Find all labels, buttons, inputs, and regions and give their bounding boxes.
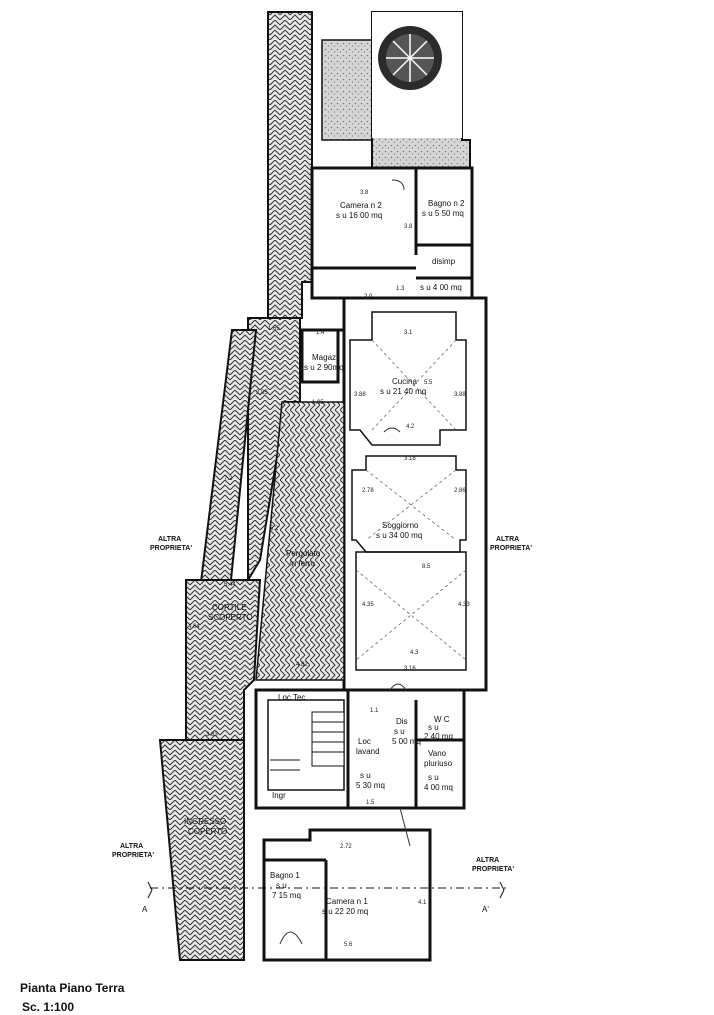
section-label-left: A	[142, 905, 148, 914]
neighbor-labels: ALTRA PROPRIETA' ALTRA PROPRIETA' ALTRA …	[112, 536, 532, 873]
neighbor-label-w1-b: PROPRIETA'	[150, 545, 192, 552]
room-ingresso-sub: COPERTO	[188, 827, 227, 836]
room-bagno1-area1: s u	[276, 881, 287, 890]
room-dis-area2: 5 00 mq	[392, 737, 421, 746]
room-loclavand-sub: lavand	[356, 747, 380, 756]
dim: 5.6	[344, 942, 353, 948]
dim: 3.8	[360, 190, 369, 196]
room-ingr-name: Ingr	[272, 791, 286, 800]
room-magaz-area: s u 2 90mq	[304, 363, 344, 372]
plan-scale: Sc. 1:100	[22, 1000, 74, 1014]
dim: 2.78	[362, 488, 374, 494]
neighbor-label-w1-a: ALTRA	[158, 536, 181, 543]
room-wc-name: W C	[434, 715, 450, 724]
neighbor-label-w2-a: ALTRA	[120, 843, 143, 850]
room-cortile-sub: SCOPERTO	[208, 613, 253, 622]
room-vano-sub: pluriuso	[424, 759, 453, 768]
dim: 5.2	[270, 526, 279, 532]
room-cortile-name: CORTILE	[212, 603, 247, 612]
neighbor-label-e2-b: PROPRIETA'	[472, 866, 514, 873]
dim: 2.72	[340, 844, 352, 850]
room-wc-area1: s u	[428, 723, 439, 732]
dim: 2.86	[454, 488, 466, 494]
tree-icon	[378, 26, 442, 90]
room-loclavand-area1: s u	[360, 771, 371, 780]
dim: 3.16	[404, 666, 416, 672]
paved-corridor	[198, 11, 373, 591]
room-camera1-area: s u 22 20 mq	[322, 907, 368, 916]
dim: 3.83	[206, 732, 218, 738]
dim: 4.64	[188, 624, 200, 630]
room-dis-area1: s u	[394, 727, 405, 736]
room-loctec-name: Loc Tec	[278, 693, 305, 702]
neighbor-label-e1-a: ALTRA	[496, 536, 519, 543]
dim: 4.2	[406, 424, 415, 430]
staircase	[270, 711, 345, 771]
section-label-right: A'	[482, 905, 489, 914]
diagonal-ceilings	[355, 339, 467, 661]
room-bagno1-area2: 7 15 mq	[272, 891, 301, 900]
dim: 4.82	[296, 662, 308, 668]
room-pergolato-sub: in ferro	[290, 559, 315, 568]
dim: 7.2	[224, 476, 233, 482]
dim: 1.95	[312, 400, 324, 406]
dim: 1.3	[396, 286, 405, 292]
dim: 1.5	[366, 800, 375, 806]
room-vano-area1: s u	[428, 773, 439, 782]
dim: 4.35	[362, 602, 374, 608]
neighbor-label-e1-b: PROPRIETA'	[490, 545, 532, 552]
dim: 5.44	[224, 582, 236, 588]
room-dis-name: Dis	[396, 717, 408, 726]
room-vano-area2: 4 00 mq	[424, 783, 453, 792]
plan-title: Pianta Piano Terra	[20, 981, 125, 995]
dimension-labels: 3.8 3.8 1.3 2.0 1.65 1.4 3.1 5.5 3.88 3.…	[188, 190, 470, 948]
dim: 4.33	[458, 602, 470, 608]
room-cucina-area: s u 21 40 mq	[380, 387, 426, 396]
dim: 1.4	[316, 330, 325, 336]
dim: 3.88	[454, 392, 466, 398]
room-camera2-name: Camera n 2	[340, 201, 382, 210]
room-cucina-name: Cucina	[392, 377, 417, 386]
room-bagno2-name: Bagno n 2	[428, 199, 465, 208]
neighbor-label-e2-a: ALTRA	[476, 857, 499, 864]
room-disimp-area: s u 4 00 mq	[420, 283, 462, 292]
room-magaz-name: Magaz	[312, 353, 336, 362]
dim: 5.5	[424, 380, 433, 386]
room-bagno2-area: s u 5 50 mq	[422, 209, 464, 218]
dim: 8.5	[422, 564, 431, 570]
room-soggiorno-area: s u 34 00 mq	[376, 531, 422, 540]
room-wc-area2: 2 40 mq	[424, 732, 453, 741]
dim: 4.1	[418, 900, 427, 906]
plan-title-block: Pianta Piano Terra Sc. 1:100	[20, 981, 125, 1014]
door-swings	[279, 179, 411, 945]
section-line: A A'	[142, 881, 510, 914]
pergolato-area	[158, 401, 345, 961]
garden-area	[371, 11, 471, 169]
room-vano-name: Vano	[428, 749, 447, 758]
dim: 2.0	[364, 294, 373, 300]
room-loclavand-name: Loc	[358, 737, 371, 746]
room-ingresso-name: INGRESSO	[184, 817, 226, 826]
dim: 3.8	[404, 224, 413, 230]
room-camera1-name: Camera n 1	[326, 897, 368, 906]
upper-walls	[310, 166, 474, 300]
dim: 3.18	[404, 456, 416, 462]
room-soggiorno-name: Soggiorno	[382, 521, 419, 530]
room-bagno1-name: Bagno 1	[270, 871, 300, 880]
neighbor-label-w2-b: PROPRIETA'	[112, 852, 154, 859]
dim: 1.65	[268, 326, 280, 332]
main-walls	[300, 296, 488, 692]
dim: 3.1	[404, 330, 413, 336]
room-labels: Camera n 2 s u 16 00 mq Bagno n 2 s u 5 …	[184, 199, 465, 916]
dim: 4.3	[410, 650, 419, 656]
dim: 3.88	[354, 392, 366, 398]
lower-walls	[254, 688, 466, 962]
room-loclavand-area2: 5 30 mq	[356, 781, 385, 790]
room-pergolato-name: Pergolato	[286, 549, 321, 558]
dim: 2.05	[256, 390, 268, 396]
room-disimp-name: disimp	[432, 257, 456, 266]
room-camera2-area: s u 16 00 mq	[336, 211, 382, 220]
dim: 1.1	[370, 708, 379, 714]
